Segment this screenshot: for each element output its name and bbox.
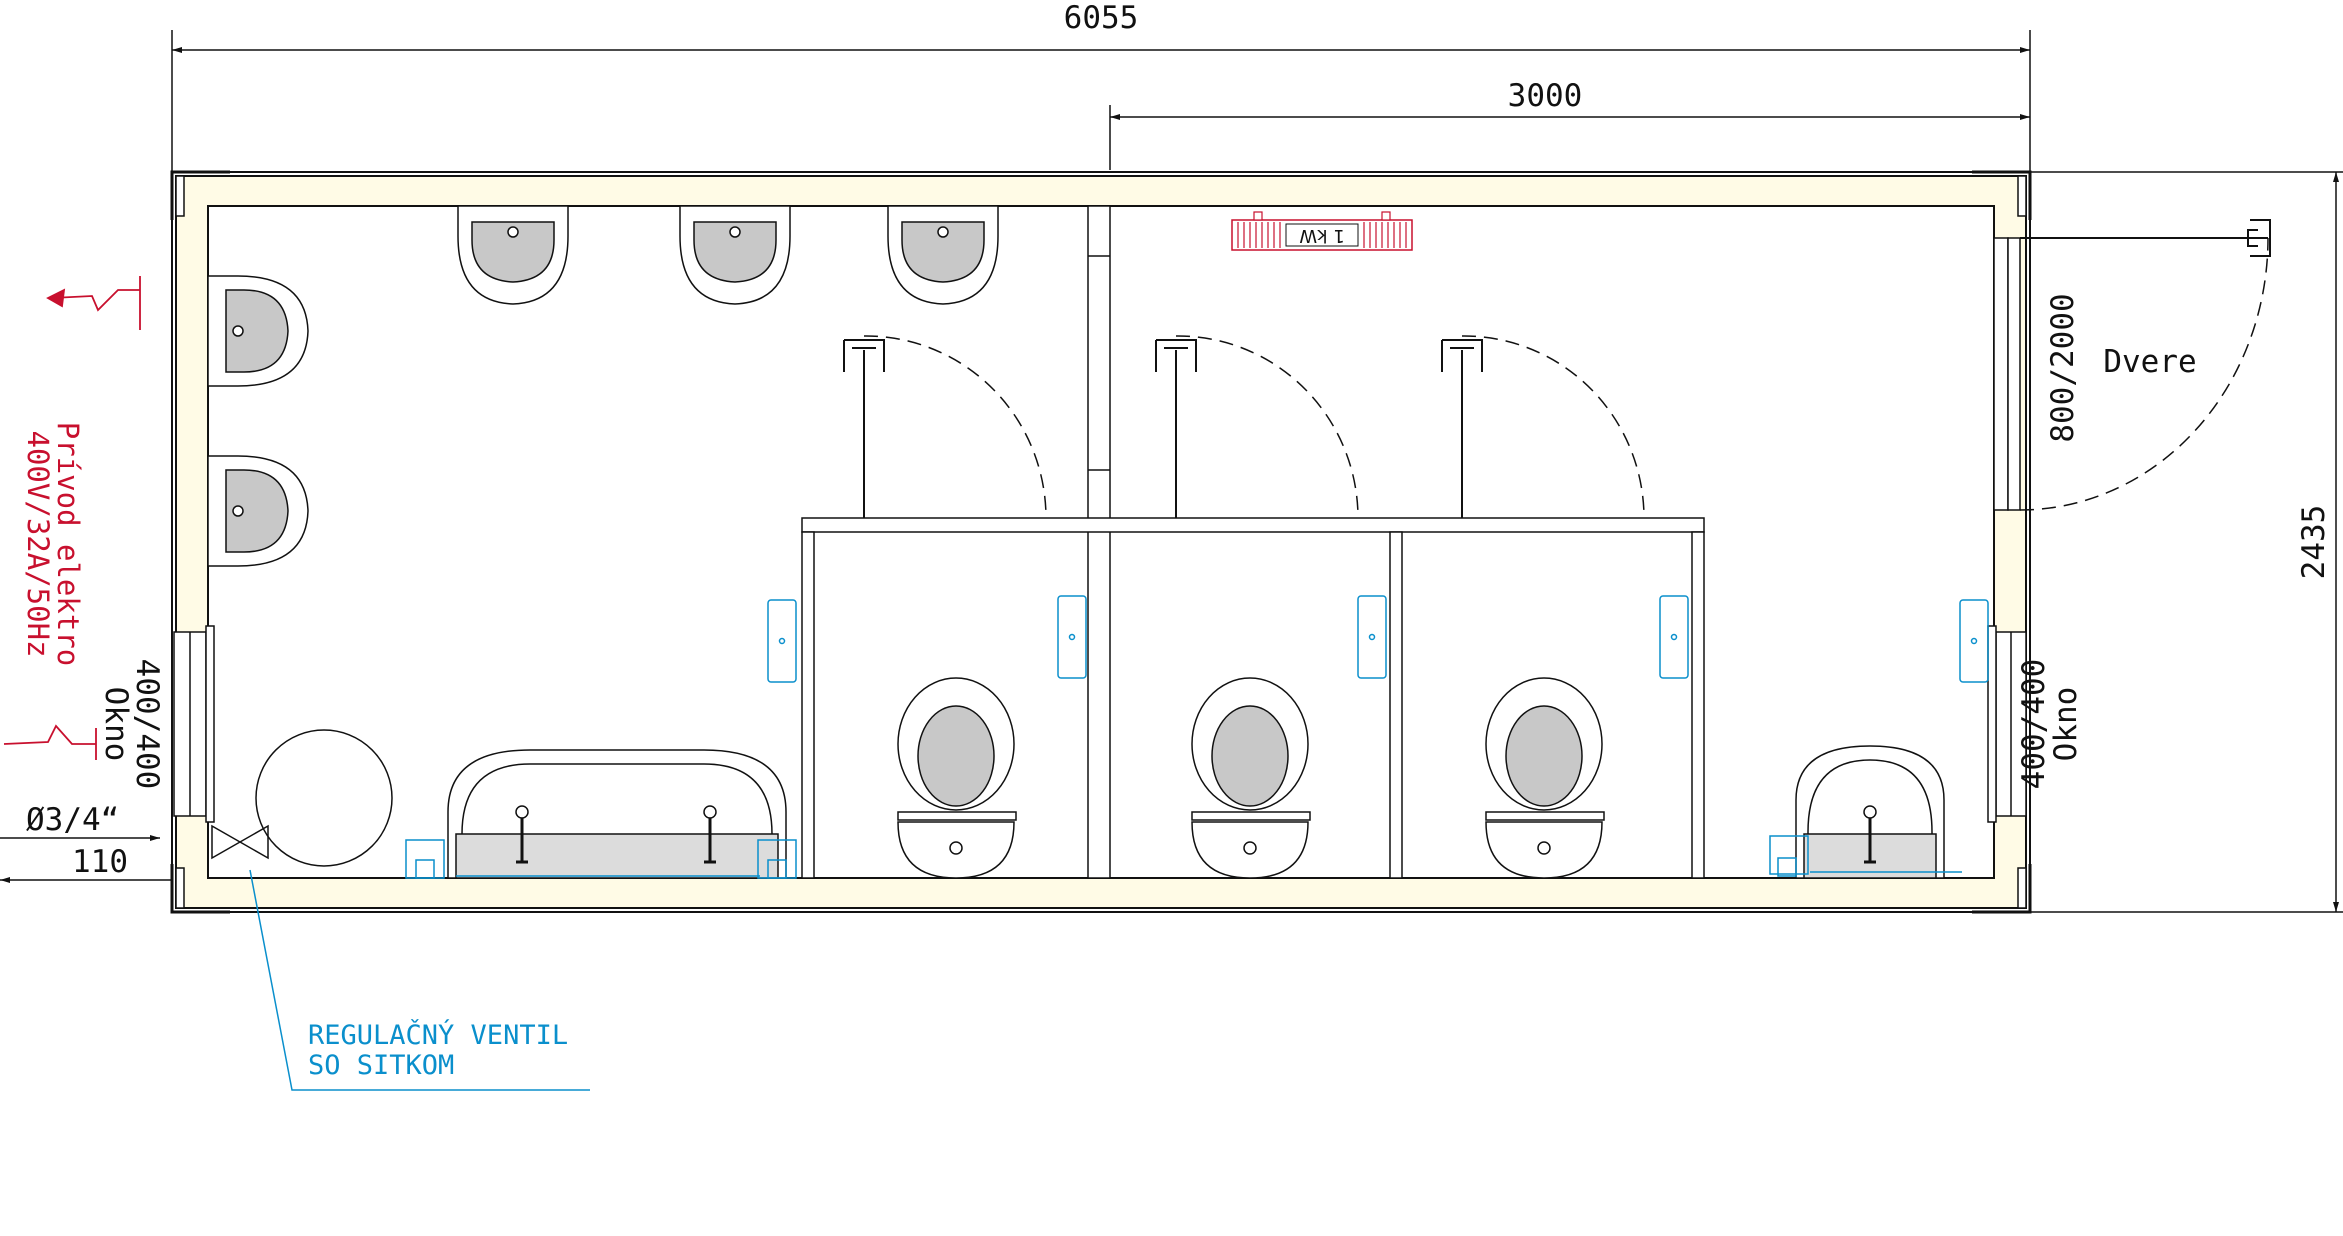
electric-supply-line1: Prívod elektro (51, 422, 85, 666)
dimension-overall-length (171, 30, 2031, 172)
entrance-door (1993, 219, 2271, 511)
window-right-label: Okno (2048, 687, 2084, 762)
valve-label-line2: SO SITKOM (308, 1050, 454, 1081)
window-left (173, 625, 215, 823)
toilets (897, 677, 1605, 879)
urinal (679, 205, 791, 305)
urinal (207, 275, 309, 387)
water-fixtures (405, 595, 1989, 879)
door-label: Dvere (2103, 344, 2196, 380)
partitions (801, 205, 1705, 879)
regulating-valve (211, 824, 269, 860)
urinal (207, 455, 309, 567)
window-left-size: 400/400 (129, 659, 165, 790)
toilet (1191, 677, 1311, 879)
washbasin-small (1795, 745, 1945, 879)
window-right (1987, 625, 2027, 823)
cubicle-doors (843, 335, 1645, 519)
water-heater (255, 729, 393, 867)
urinal (887, 205, 999, 305)
urinals-left (207, 275, 309, 567)
washbasin-trough (447, 749, 787, 879)
electric-supply-line2: 400V/32A/50Hz (21, 431, 55, 658)
electric-symbol-bottom (3, 724, 97, 760)
electric-heater (1231, 211, 1413, 251)
toilet (897, 677, 1017, 879)
electric-symbol-top (46, 276, 141, 330)
toilet (1485, 677, 1605, 879)
urinals-top (457, 205, 999, 305)
overall-length-label: 6055 (1064, 0, 1139, 36)
width-label: 2435 (2296, 505, 2332, 580)
door-size: 800/2000 (2045, 293, 2081, 442)
inlet-pipe-label: Ø3/4“ (26, 802, 119, 838)
dimension-width (2030, 171, 2343, 913)
urinal (457, 205, 569, 305)
window-right-size: 400/400 (2016, 659, 2052, 790)
heater-power-label: 1 kW (1299, 225, 1345, 246)
section-length-label: 3000 (1508, 78, 1583, 114)
valve-label-line1: REGULAČNÝ VENTIL (308, 1019, 568, 1051)
valve-leader-line (249, 869, 590, 1091)
dimension-section-length (1109, 105, 2030, 170)
inlet-offset-label: 110 (72, 844, 128, 880)
window-left-label: Okno (98, 687, 134, 762)
water-inlet (0, 835, 172, 883)
